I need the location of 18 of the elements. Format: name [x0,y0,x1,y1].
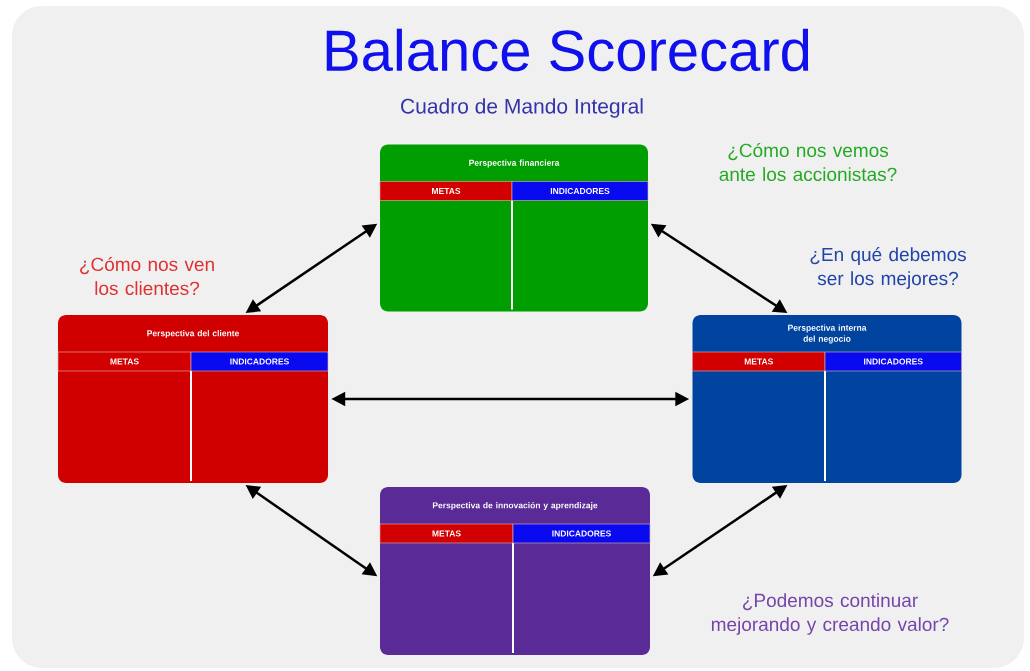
box-heading: Perspectiva interna del negocio [788,324,867,344]
indicators-header-cell: INDICADORES [824,351,962,372]
box-heading: Perspectiva del cliente [147,330,239,338]
indicators-header-cell: INDICADORES [190,351,329,372]
goals-header-cell: METAS [379,181,513,201]
subtitle: Cuadro de Mando Integral [401,98,643,118]
question-text: ¿Cómo nos vemos ante los accionistas? [719,142,897,182]
box-heading: Perspectiva de innovación y aprendizaje [432,502,598,510]
question-text: ¿En qué debemos ser los mejores? [810,247,966,289]
title: Balance Scorecard [326,28,809,72]
question-text: ¿Podemos continuar mejorando y creando valor? [711,593,949,635]
goals-header-cell: METAS [379,523,514,544]
indicators-header-cell: INDICADORES [511,181,649,201]
box-heading: Perspectiva financiera [469,159,560,168]
question-text: ¿Cómo nos ven los clientes? [80,256,214,296]
goals-header-cell: METAS [57,351,192,372]
indicators-header-cell: INDICADORES [512,523,651,544]
goals-header-cell: METAS [692,351,826,372]
